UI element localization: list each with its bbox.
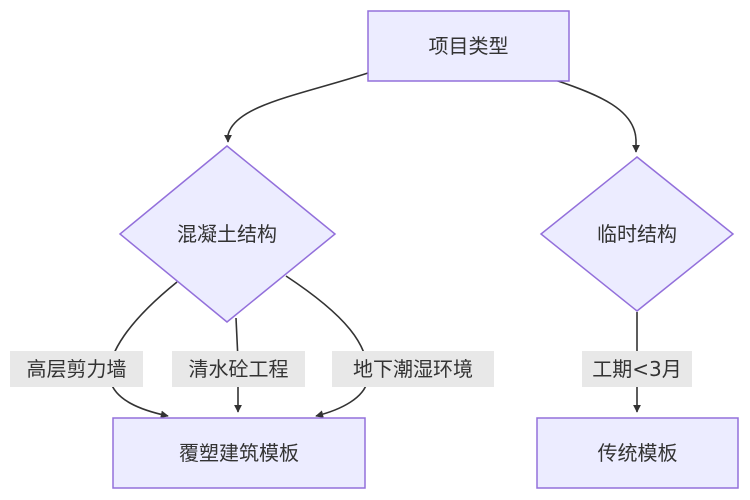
node-concrete-structure-label: 混凝土结构 <box>177 222 277 246</box>
edge-label-short-duration-text: 工期<3月 <box>592 357 681 381</box>
node-coated-formwork-label: 覆塑建筑模板 <box>179 441 299 465</box>
edge-label-highrise-shear-wall-text: 高层剪力墙 <box>27 357 127 381</box>
edge-label-underground-humid: 地下潮湿环境 <box>332 351 494 387</box>
node-temporary-structure[interactable]: 临时结构 <box>539 156 735 312</box>
edge-project-to-temporary <box>554 79 640 153</box>
node-temporary-structure-label: 临时结构 <box>597 222 677 246</box>
edge-label-fair-faced-concrete: 清水砼工程 <box>172 351 305 387</box>
node-traditional-formwork-label: 传统模板 <box>598 441 678 465</box>
edge-label-short-duration: 工期<3月 <box>582 351 692 387</box>
edge-project-to-concrete <box>224 72 369 143</box>
node-concrete-structure[interactable]: 混凝土结构 <box>118 145 337 323</box>
edge-label-underground-humid-text: 地下潮湿环境 <box>353 357 473 381</box>
node-coated-formwork[interactable]: 覆塑建筑模板 <box>112 417 366 489</box>
node-project-type[interactable]: 项目类型 <box>367 10 570 82</box>
edge-label-fair-faced-concrete-text: 清水砼工程 <box>189 357 289 381</box>
node-project-type-label: 项目类型 <box>429 34 509 58</box>
node-traditional-formwork[interactable]: 传统模板 <box>536 417 739 489</box>
edge-label-highrise-shear-wall: 高层剪力墙 <box>10 351 143 387</box>
edge-concrete-to-coated-left <box>108 281 178 419</box>
edge-concrete-to-coated-right <box>285 275 369 419</box>
